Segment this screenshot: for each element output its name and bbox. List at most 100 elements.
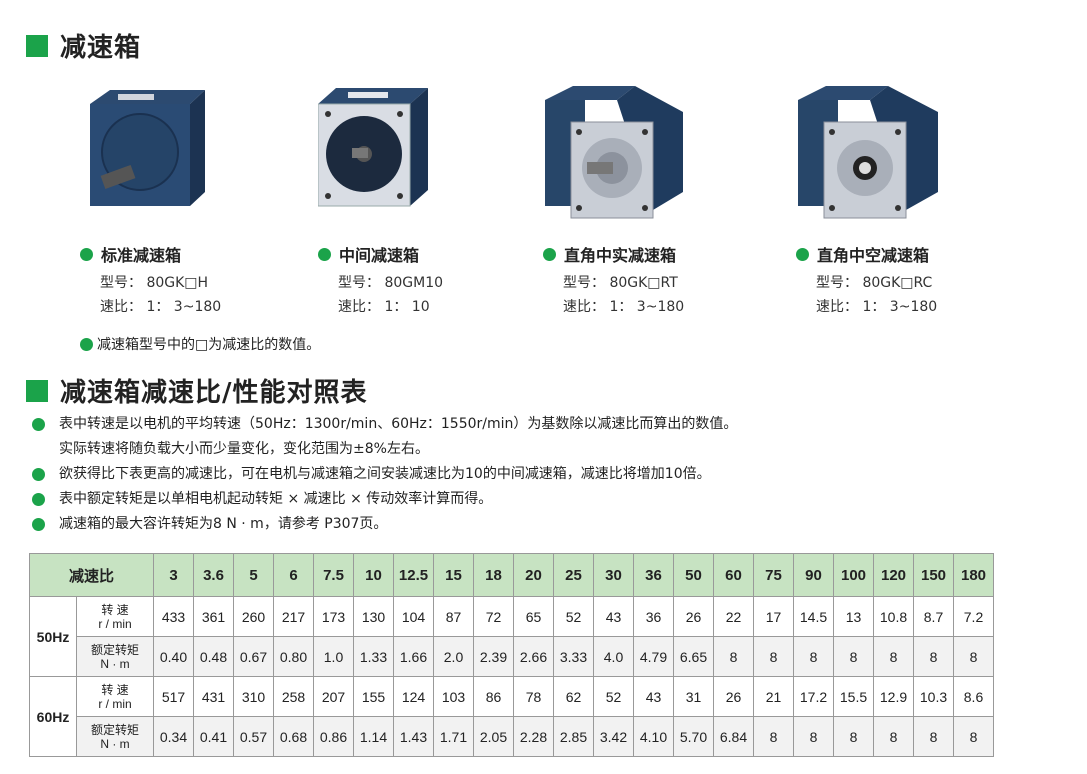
ratio-header-cell: 25 bbox=[553, 553, 594, 597]
bullet-item: 减速箱的最大容许转矩为8 N · m，请参考 P307页。 bbox=[32, 512, 737, 537]
green-dot-icon bbox=[318, 247, 331, 261]
product-name: 直角中实减速箱 bbox=[543, 242, 676, 266]
torque-cell: 1.33 bbox=[353, 636, 394, 677]
right-angle-hollow-gearbox-image bbox=[796, 82, 1026, 232]
speed-cell: 31 bbox=[673, 676, 714, 717]
speed-cell: 43 bbox=[633, 676, 674, 717]
ratio-header-cell: 7.5 bbox=[313, 553, 354, 597]
bullet-item: 表中转速是以电机的平均转速（50Hz：1300r/min、60Hz：1550r/… bbox=[32, 412, 737, 437]
torque-cell: 5.70 bbox=[673, 716, 714, 757]
product-right-angle-hollow: 直角中空减速箱 型号： 80GK□RC 速比： 1： 3~180 bbox=[796, 82, 1026, 315]
product-ratio: 速比： 1： 3~180 bbox=[563, 299, 685, 315]
ratio-header-cell: 3 bbox=[153, 553, 194, 597]
torque-cell: 2.28 bbox=[513, 716, 554, 757]
product-model: 型号： 80GK□RT bbox=[563, 275, 678, 291]
ratio-header-cell: 5 bbox=[233, 553, 274, 597]
speed-cell: 26 bbox=[673, 596, 714, 637]
speed-cell: 26 bbox=[713, 676, 754, 717]
torque-cell: 4.0 bbox=[593, 636, 634, 677]
torque-cell: 0.40 bbox=[153, 636, 194, 677]
speed-cell: 124 bbox=[393, 676, 434, 717]
torque-cell: 0.86 bbox=[313, 716, 354, 757]
speed-cell: 8.6 bbox=[953, 676, 994, 717]
speed-cell: 17.2 bbox=[793, 676, 834, 717]
speed-cell: 10.8 bbox=[873, 596, 914, 637]
torque-cell: 8 bbox=[833, 716, 874, 757]
product-ratio: 速比： 1： 10 bbox=[338, 299, 430, 315]
torque-cell: 0.41 bbox=[193, 716, 234, 757]
torque-cell: 0.68 bbox=[273, 716, 314, 757]
torque-cell: 8 bbox=[793, 716, 834, 757]
speed-cell: 258 bbox=[273, 676, 314, 717]
speed-cell: 431 bbox=[193, 676, 234, 717]
bullet-continuation: 实际转速将随负载大小而少量变化，变化范围为±8%左右。 bbox=[59, 441, 429, 457]
ratio-header-cell: 60 bbox=[713, 553, 754, 597]
speed-cell: 87 bbox=[433, 596, 474, 637]
torque-cell: 8 bbox=[793, 636, 834, 677]
torque-cell: 1.43 bbox=[393, 716, 434, 757]
torque-cell: 1.0 bbox=[313, 636, 354, 677]
speed-cell: 103 bbox=[433, 676, 474, 717]
speed-cell: 52 bbox=[593, 676, 634, 717]
speed-cell: 433 bbox=[153, 596, 194, 637]
torque-cell: 0.67 bbox=[233, 636, 274, 677]
standard-gearbox-image bbox=[80, 82, 310, 232]
ratio-header-cell: 150 bbox=[913, 553, 954, 597]
product-right-angle-solid: 直角中实减速箱 型号： 80GK□RT 速比： 1： 3~180 bbox=[543, 82, 773, 315]
product-name: 直角中空减速箱 bbox=[796, 242, 929, 266]
torque-cell: 6.65 bbox=[673, 636, 714, 677]
green-dot-icon bbox=[80, 247, 93, 261]
speed-cell: 12.9 bbox=[873, 676, 914, 717]
ratio-header-cell: 90 bbox=[793, 553, 834, 597]
torque-cell: 1.14 bbox=[353, 716, 394, 757]
product-model: 型号： 80GK□H bbox=[100, 275, 209, 291]
speed-cell: 10.3 bbox=[913, 676, 954, 717]
speed-cell: 52 bbox=[553, 596, 594, 637]
ratio-header-cell: 30 bbox=[593, 553, 634, 597]
green-dot-icon bbox=[32, 468, 45, 481]
model-note: 减速箱型号中的□为减速比的数值。 bbox=[80, 334, 320, 354]
torque-cell: 0.48 bbox=[193, 636, 234, 677]
speed-cell: 130 bbox=[353, 596, 394, 637]
ratio-header-cell: 6 bbox=[273, 553, 314, 597]
torque-cell: 8 bbox=[713, 636, 754, 677]
ratio-header-cell: 3.6 bbox=[193, 553, 234, 597]
intermediate-gearbox-image bbox=[317, 82, 548, 232]
speed-cell: 7.2 bbox=[953, 596, 994, 637]
speed-cell: 260 bbox=[233, 596, 274, 637]
green-dot-icon bbox=[80, 337, 93, 351]
green-square-icon bbox=[26, 34, 48, 57]
ratio-header-cell: 120 bbox=[873, 553, 914, 597]
ratio-header-cell: 10 bbox=[353, 553, 394, 597]
torque-cell: 8 bbox=[873, 716, 914, 757]
torque-cell: 1.66 bbox=[393, 636, 434, 677]
speed-cell: 155 bbox=[353, 676, 394, 717]
product-model: 型号： 80GM10 bbox=[338, 275, 444, 291]
torque-cell: 4.10 bbox=[633, 716, 674, 757]
speed-cell: 8.7 bbox=[913, 596, 954, 637]
product-name: 标准减速箱 bbox=[80, 242, 181, 266]
speed-cell: 78 bbox=[513, 676, 554, 717]
green-square-icon bbox=[26, 379, 48, 402]
section-title: 减速箱减速比/性能对照表 bbox=[60, 378, 368, 408]
speed-cell: 217 bbox=[273, 596, 314, 637]
torque-cell: 8 bbox=[873, 636, 914, 677]
hz-label-50: 50Hz bbox=[29, 596, 77, 677]
ratio-header-cell: 15 bbox=[433, 553, 474, 597]
torque-cell: 1.71 bbox=[433, 716, 474, 757]
header-ratio-label: 减速比 bbox=[29, 553, 154, 597]
product-model: 型号： 80GK□RC bbox=[816, 275, 933, 291]
ratio-header-cell: 20 bbox=[513, 553, 554, 597]
torque-cell: 3.42 bbox=[593, 716, 634, 757]
torque-cell: 8 bbox=[913, 636, 954, 677]
speed-cell: 310 bbox=[233, 676, 274, 717]
bullet-item: 表中额定转矩是以单相电机起动转矩 × 减速比 × 传动效率计算而得。 bbox=[32, 487, 737, 512]
speed-cell: 62 bbox=[553, 676, 594, 717]
